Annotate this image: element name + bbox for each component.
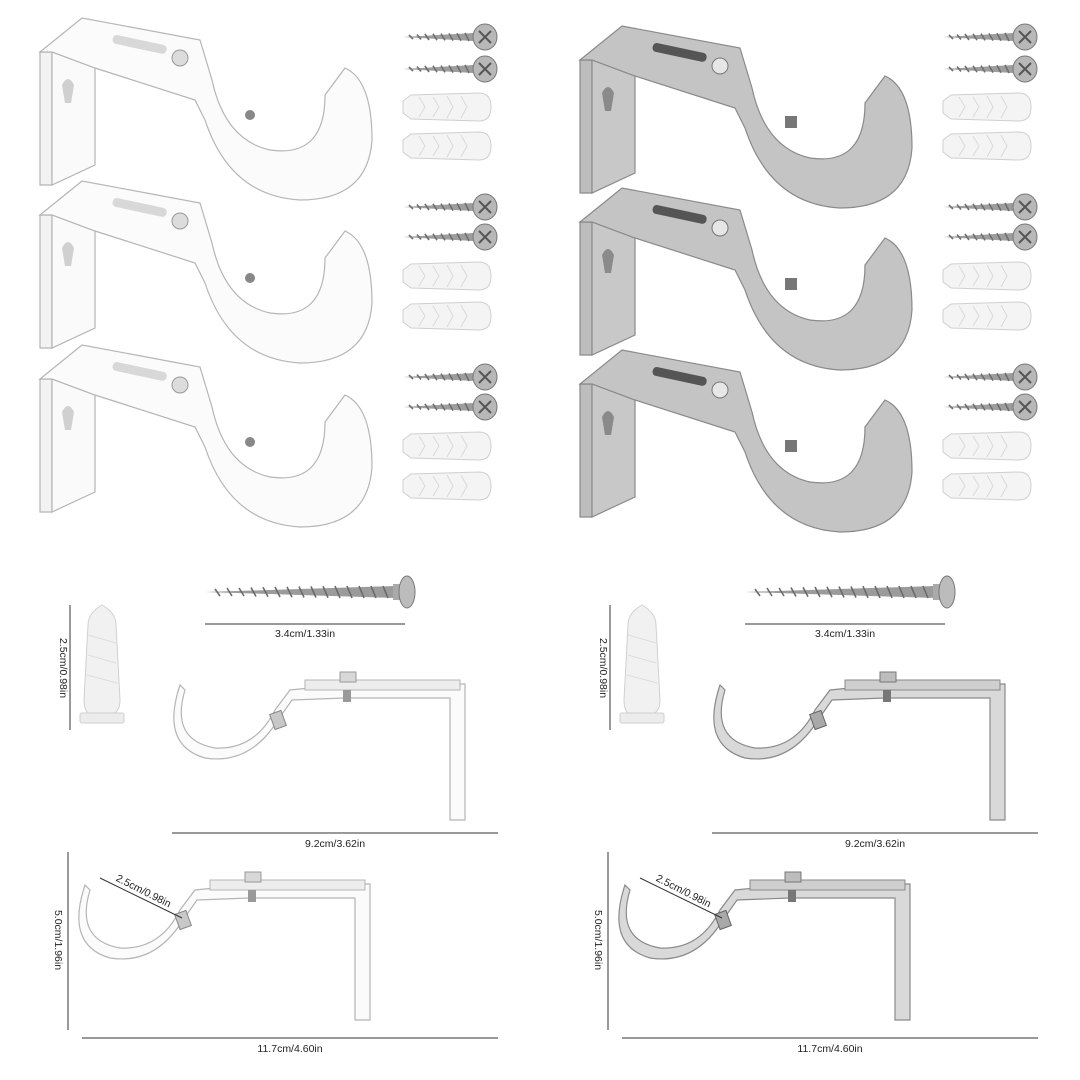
silver-hardware-1 — [942, 23, 1038, 161]
silver-hardware-2 — [942, 193, 1038, 331]
silver-long-length-label: 11.7cm/4.60in — [797, 1043, 862, 1055]
white-hook-diameter-label: 2.5cm/0.98in — [114, 872, 173, 910]
white-bracket-3 — [39, 344, 373, 528]
silver-bracket-3 — [579, 349, 913, 533]
white-anchor-length-label: 2.5cm/0.98in — [57, 638, 69, 698]
white-long-length-label: 11.7cm/4.60in — [257, 1043, 322, 1055]
silver-hardware-3 — [942, 363, 1038, 501]
white-dimension-diagram: 3.4cm/1.33in 2.5cm/0.98in 9.2cm/3.62in 2… — [52, 575, 498, 1055]
white-bracket-1 — [39, 17, 373, 201]
white-short-length-label: 9.2cm/3.62in — [305, 838, 365, 850]
silver-short-length-label: 9.2cm/3.62in — [845, 838, 905, 850]
silver-height-label: 5.0cm/1.96in — [592, 910, 604, 970]
white-screw-length-label: 3.4cm/1.33in — [275, 628, 335, 640]
white-height-label: 5.0cm/1.96in — [52, 910, 64, 970]
silver-dimension-diagram: 3.4cm/1.33in 2.5cm/0.98in 9.2cm/3.62in 2… — [592, 575, 1038, 1055]
white-hardware-3 — [402, 363, 498, 501]
silver-bracket-2 — [579, 187, 913, 371]
white-bracket-2 — [39, 180, 373, 364]
silver-hook-diameter-label: 2.5cm/0.98in — [654, 872, 713, 910]
silver-screw-length-label: 3.4cm/1.33in — [815, 628, 875, 640]
silver-anchor-length-label: 2.5cm/0.98in — [597, 638, 609, 698]
white-hardware-1 — [402, 23, 498, 161]
white-hardware-2 — [402, 193, 498, 331]
silver-bracket-1 — [579, 25, 913, 209]
